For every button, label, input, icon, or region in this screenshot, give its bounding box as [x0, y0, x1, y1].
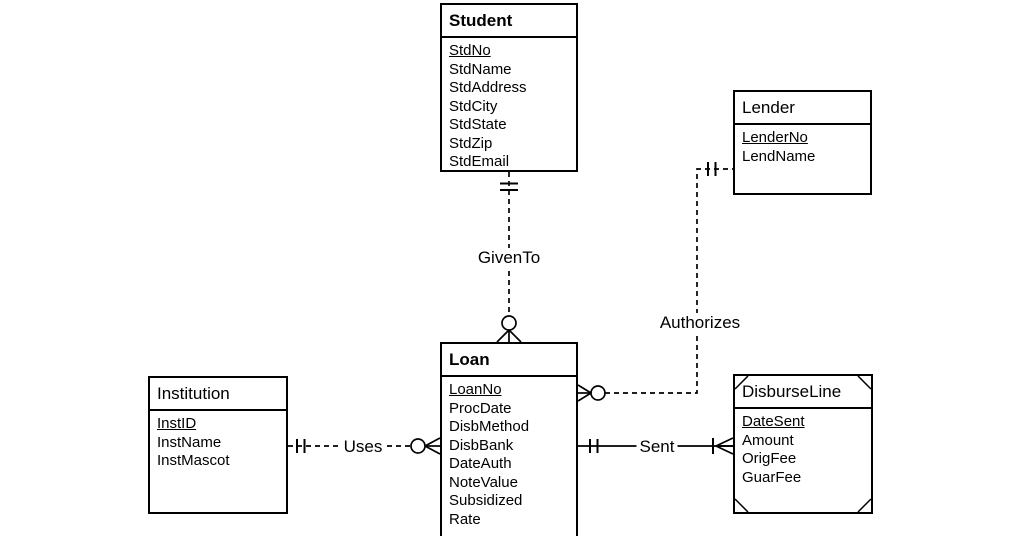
entity-lender-title: Lender — [735, 92, 870, 125]
attribute-subsidized: Subsidized — [449, 492, 523, 509]
entity-student: Student StdNo StdName StdAddress StdCity… — [440, 3, 578, 172]
cardinality-exactly-one-icon — [589, 439, 599, 453]
attribute-disbbank: DisbBank — [449, 436, 514, 454]
cardinality-zero-or-many-icon — [410, 437, 441, 455]
attribute-disbmethod: DisbMethod — [449, 418, 530, 435]
entity-institution-title: Institution — [150, 378, 286, 411]
cardinality-zero-or-many-icon — [496, 315, 522, 343]
cardinality-exactly-one-icon — [707, 162, 717, 176]
attribute-rate: Rate — [449, 510, 481, 528]
attribute-stdzip: StdZip — [449, 134, 493, 152]
entity-loan-title: Loan — [442, 344, 576, 377]
attribute-dateauth: DateAuth — [449, 455, 512, 472]
entity-institution: Institution InstID InstName InstMascot — [148, 376, 288, 514]
entity-loan: Loan LoanNo ProcDate DisbMethod DisbBank… — [440, 342, 578, 536]
entity-disburseline: DisburseLine DateSent Amount OrigFee Gua… — [733, 374, 873, 514]
attribute-notevalue: NoteValue — [449, 473, 518, 491]
attribute-stdaddress: StdAddress — [449, 79, 527, 96]
attribute-instid: InstID — [157, 415, 197, 432]
attribute-datesent: DateSent — [742, 413, 805, 430]
relationship-label-sent: Sent — [636, 437, 678, 457]
attribute-procdate: ProcDate — [449, 399, 512, 417]
attribute-instmascot: InstMascot — [157, 452, 230, 469]
cardinality-exactly-one-icon — [500, 182, 518, 191]
entity-lender: Lender LenderNo LendName — [733, 90, 872, 195]
entity-lender-attributes: LenderNo LendName — [735, 125, 870, 166]
entity-loan-attributes: LoanNo ProcDate DisbMethod DisbBank Date… — [442, 377, 576, 529]
attribute-stdname: StdName — [449, 60, 512, 78]
relationship-label-uses: Uses — [340, 437, 386, 457]
attribute-lendname: LendName — [742, 147, 816, 165]
entity-disburseline-title: DisburseLine — [735, 376, 871, 409]
relationship-authorizes-line — [577, 162, 733, 402]
entity-student-attributes: StdNo StdName StdAddress StdCity StdStat… — [442, 38, 576, 172]
attribute-stdemail: StdEmail — [449, 153, 510, 170]
attribute-stdno: StdNo — [449, 42, 491, 59]
attribute-origfee: OrigFee — [742, 450, 797, 467]
cardinality-one-or-many-icon — [712, 437, 734, 455]
cardinality-zero-or-many-icon — [577, 384, 606, 402]
entity-institution-attributes: InstID InstName InstMascot — [150, 411, 286, 471]
attribute-guarfee: GuarFee — [742, 468, 802, 486]
attribute-loanno: LoanNo — [449, 381, 502, 398]
attribute-stdcity: StdCity — [449, 97, 498, 115]
attribute-lenderno: LenderNo — [742, 129, 808, 146]
attribute-stdstate: StdState — [449, 116, 507, 133]
entity-disburseline-attributes: DateSent Amount OrigFee GuarFee — [735, 409, 871, 487]
attribute-amount: Amount — [742, 431, 794, 449]
relationship-label-givento: GivenTo — [474, 248, 544, 268]
entity-student-title: Student — [442, 5, 576, 38]
relationship-label-authorizes: Authorizes — [656, 313, 744, 333]
cardinality-exactly-one-icon — [296, 439, 306, 453]
attribute-instname: InstName — [157, 433, 222, 451]
